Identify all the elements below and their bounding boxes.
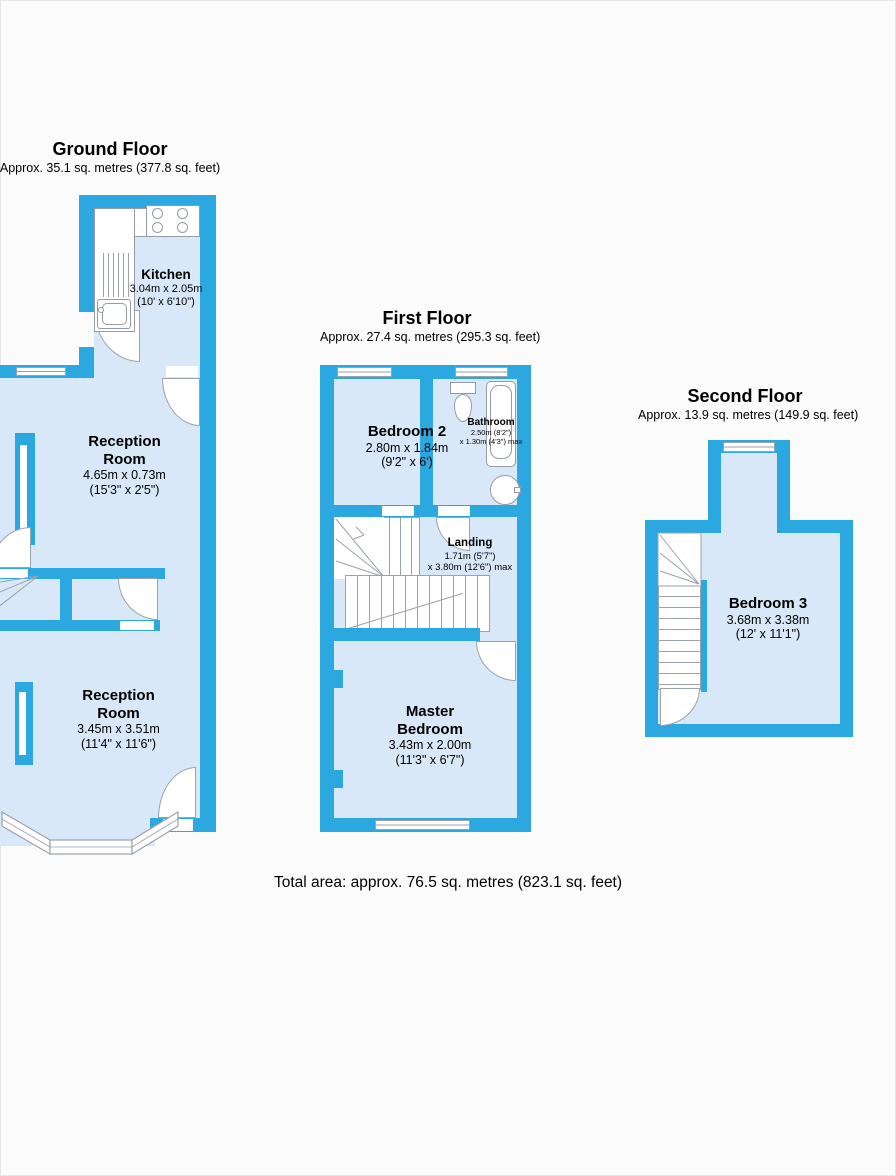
landing-dims-metric: 1.71m (5'7")	[444, 550, 496, 562]
reception2-window	[15, 682, 33, 765]
landing-dims-imperial: x 3.80m (12'6") max	[427, 561, 513, 573]
stairs-side-wall	[701, 580, 707, 692]
washbasin-tap-icon	[514, 487, 521, 493]
bedroom2-label: Bedroom 2 2.80m x 1.84m (9'2" x 6')	[347, 423, 467, 470]
kitchen-dims-metric: 3.04m x 2.05m	[129, 282, 203, 295]
first-floor-subtitle: Approx. 27.4 sq. metres (295.3 sq. feet)	[320, 329, 541, 344]
body-right-wall	[840, 520, 853, 737]
corridor-bottom-door-gap	[120, 621, 154, 630]
stairs-lower-flight	[345, 575, 490, 632]
kitchen-name: Kitchen	[141, 267, 191, 282]
bedroom2-window	[337, 367, 392, 377]
reception1-dims-metric: 4.65m x 0.73m	[83, 468, 166, 483]
ground-floor-subtitle: Approx. 35.1 sq. metres (377.8 sq. feet)	[0, 160, 221, 175]
master-window	[375, 820, 470, 830]
landing-name: Landing	[447, 537, 493, 549]
body-left-wall	[645, 520, 658, 737]
hob-burner-icon	[177, 208, 188, 219]
second-floor-plan: Bedroom 3 3.68m x 3.38m (12' x 11'1")	[645, 440, 855, 740]
reception1-window-glass	[20, 445, 27, 533]
bedroom2-dims-metric: 2.80m x 1.84m	[365, 440, 449, 455]
reception2-label: Reception Room 3.45m x 3.51m (11'4" x 11…	[66, 687, 171, 752]
reception1-door-gap	[166, 366, 198, 377]
neck-right-wall	[777, 440, 790, 533]
body-top-wall-left	[645, 520, 708, 533]
bedroom3-neck-area	[721, 450, 777, 535]
toilet-bowl	[454, 394, 472, 422]
reception1-window	[15, 433, 35, 545]
body-bottom-wall	[645, 724, 853, 737]
bathroom-label: Bathroom 2.50m (8'2") x 1.30m (4'3") max	[448, 417, 534, 446]
bedroom3-dims-metric: 3.68m x 3.38m	[726, 612, 810, 627]
ground-floor-plan: Kitchen 3.04m x 2.05m (10' x 6'10") Rece…	[0, 195, 216, 875]
first-right-wall	[517, 365, 531, 832]
master-notch-upper	[334, 670, 343, 688]
first-floor-title: First Floor	[382, 308, 472, 328]
sink-tap-icon	[98, 307, 104, 313]
bathroom-door-gap	[438, 506, 470, 516]
first-left-wall	[320, 365, 334, 832]
bedroom2-name: Bedroom 2	[367, 423, 447, 440]
hob-burner-icon	[152, 222, 163, 233]
ground-floor-header: Ground Floor Approx. 35.1 sq. metres (37…	[0, 139, 280, 177]
corridor-top-wall	[0, 568, 165, 579]
bedroom3-dims-imperial: (12' x 11'1")	[735, 627, 801, 642]
kitchen-label: Kitchen 3.04m x 2.05m (10' x 6'10")	[106, 267, 226, 309]
ground-top-wall	[79, 195, 216, 208]
reception2-window-glass	[19, 692, 26, 755]
second-floor-title: Second Floor	[687, 386, 803, 406]
kitchen-dims-imperial: (10' x 6'10")	[137, 295, 195, 308]
sink-drainer	[99, 253, 130, 297]
bedroom3-name: Bedroom 3	[728, 595, 808, 612]
total-area-text: Total area: approx. 76.5 sq. metres (823…	[273, 874, 623, 891]
second-floor-subtitle: Approx. 13.9 sq. metres (149.9 sq. feet)	[638, 407, 859, 422]
landing-master-wall	[334, 628, 480, 641]
bathroom-dims-metric: 2.50m (8'2")	[470, 427, 512, 437]
bathroom-name: Bathroom	[467, 417, 515, 428]
understairs-lines	[0, 575, 39, 607]
kitchen-left-wall-upper	[79, 195, 94, 312]
kitchen-sink-bowl	[102, 303, 127, 325]
bathroom-dims-imperial: x 1.30m (4'3") max	[459, 436, 523, 446]
body-top-wall-right	[790, 520, 853, 533]
reception1-name: Reception Room	[88, 433, 161, 468]
bathtub-inner	[490, 385, 512, 459]
reception2-dims-metric: 3.45m x 3.51m	[77, 722, 160, 737]
hob-burner-icon	[177, 222, 188, 233]
ground-right-wall	[200, 195, 216, 832]
bedroom3-label: Bedroom 3 3.68m x 3.38m (12' x 11'1")	[698, 595, 838, 642]
bedroom2-bathroom-divider	[420, 379, 433, 505]
corridor-bottom-wall	[0, 620, 160, 631]
bedroom3-window	[723, 442, 775, 452]
bay-window	[1, 810, 179, 856]
bedroom2-dims-imperial: (9'2" x 6')	[381, 455, 433, 470]
second-stairs-winder	[657, 532, 702, 587]
master-dims-metric: 3.43m x 2.00m	[388, 738, 472, 753]
bathroom-window	[455, 367, 508, 377]
landing-top-wall	[334, 505, 517, 517]
master-bedroom-name: Master Bedroom	[397, 703, 463, 738]
master-bedroom-label: Master Bedroom 3.43m x 2.00m (11'3" x 6'…	[380, 703, 480, 768]
first-floor-header: First Floor Approx. 27.4 sq. metres (295…	[320, 308, 541, 346]
hob-burner-icon	[152, 208, 163, 219]
second-stairs-flight	[658, 585, 701, 690]
toilet-cistern	[450, 382, 476, 394]
first-floor-plan: Bedroom 2 2.80m x 1.84m (9'2" x 6') Bath…	[320, 365, 531, 832]
neck-left-wall	[708, 440, 721, 533]
bedroom2-door-gap	[382, 506, 414, 516]
corridor-stub-wall	[60, 568, 72, 631]
master-dims-imperial: (11'3" x 6'7")	[395, 753, 465, 768]
landing-label: Landing 1.71m (5'7") x 3.80m (12'6") max	[410, 537, 530, 573]
ground-floor-title: Ground Floor	[52, 139, 168, 159]
master-notch-lower	[334, 770, 343, 788]
stairs-winder-lines	[334, 517, 385, 579]
reception1-top-window	[16, 367, 66, 376]
reception2-dims-imperial: (11'4" x 11'6")	[80, 737, 157, 752]
reception1-label: Reception Room 4.65m x 0.73m (15'3" x 2'…	[72, 433, 177, 498]
reception2-name: Reception Room	[82, 687, 155, 722]
reception1-dims-imperial: (15'3" x 2'5")	[89, 483, 160, 498]
second-floor-header: Second Floor Approx. 13.9 sq. metres (14…	[638, 386, 859, 424]
corridor-top-door-gap	[0, 569, 28, 578]
